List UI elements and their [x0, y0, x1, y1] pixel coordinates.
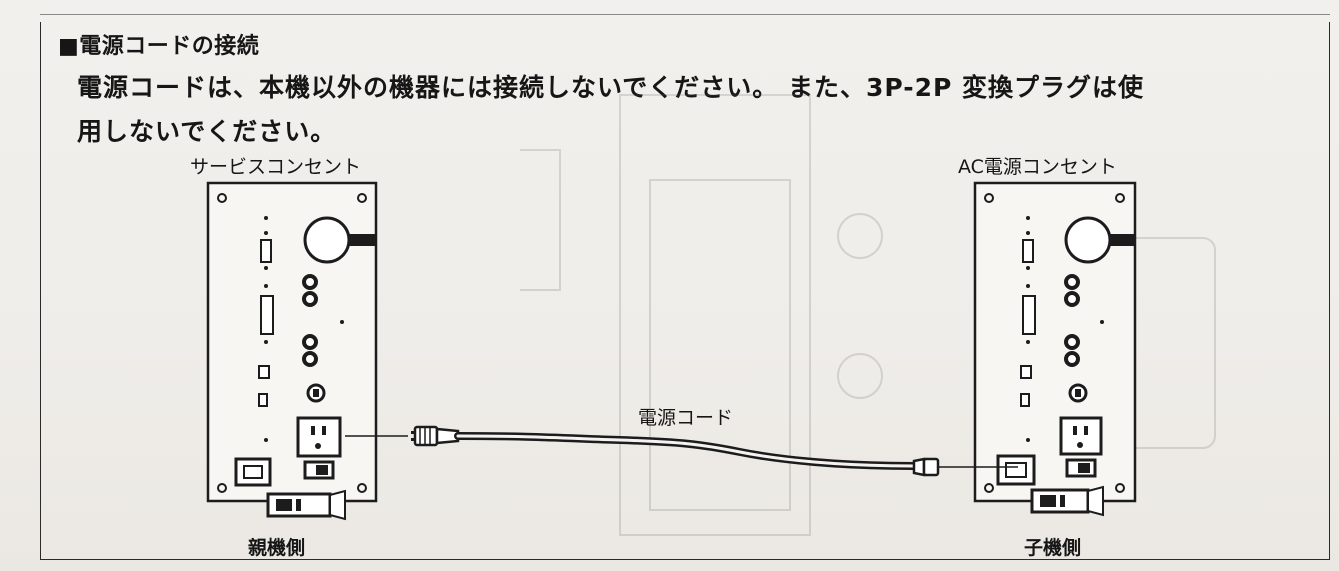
jack-icon: [302, 334, 318, 350]
sub-unit-panel: [973, 181, 1137, 517]
screw-icon: [1115, 193, 1125, 203]
cable-hole-icon: [303, 216, 351, 264]
ac-inlet-icon: [996, 454, 1036, 486]
screw-icon: [217, 193, 227, 203]
ac-inlet-icon: [234, 457, 272, 487]
jack-icon: [1064, 274, 1080, 290]
outlet-icon: [1059, 416, 1103, 456]
section-heading: ■電源コードの接続: [58, 34, 260, 59]
jack-icon: [1064, 334, 1080, 350]
screw-icon: [357, 193, 367, 203]
power-cord-label: 電源コード: [638, 407, 734, 429]
section-frame: [40, 22, 1330, 560]
ac-outlet-label: AC電源コンセント: [958, 156, 1117, 178]
service-outlet-label: サービスコンセント: [190, 156, 362, 178]
top-rule: [40, 14, 1330, 25]
screw-icon: [1115, 483, 1125, 493]
connector-plug-icon: [912, 457, 940, 477]
jack-icon: [302, 291, 318, 307]
port-icon: [1022, 239, 1034, 263]
base-unit-label: 親機側: [248, 537, 306, 559]
jack-icon: [302, 351, 318, 367]
screw-icon: [217, 483, 227, 493]
base-unit-panel: [206, 181, 378, 521]
instruction-line-2: 用しないでください。: [77, 117, 337, 146]
jack-icon: [1064, 291, 1080, 307]
dsub-port-icon: [260, 295, 274, 335]
port-icon: [260, 239, 272, 263]
sub-unit-label: 子機側: [1024, 537, 1082, 559]
service-outlet-icon: [296, 416, 342, 458]
screw-icon: [984, 193, 994, 203]
instruction-line-1: 電源コードは、本機以外の機器には接続しないでください。 また、3P-2P 変換プ…: [77, 73, 1145, 102]
plug-icon: [411, 425, 460, 447]
power-cord: [345, 425, 1018, 477]
screw-icon: [357, 483, 367, 493]
jack-icon: [1064, 351, 1080, 367]
dsub-port-icon: [1022, 295, 1036, 335]
cable-hole-icon: [1064, 216, 1112, 264]
jack-icon: [302, 274, 318, 290]
screw-icon: [984, 483, 994, 493]
